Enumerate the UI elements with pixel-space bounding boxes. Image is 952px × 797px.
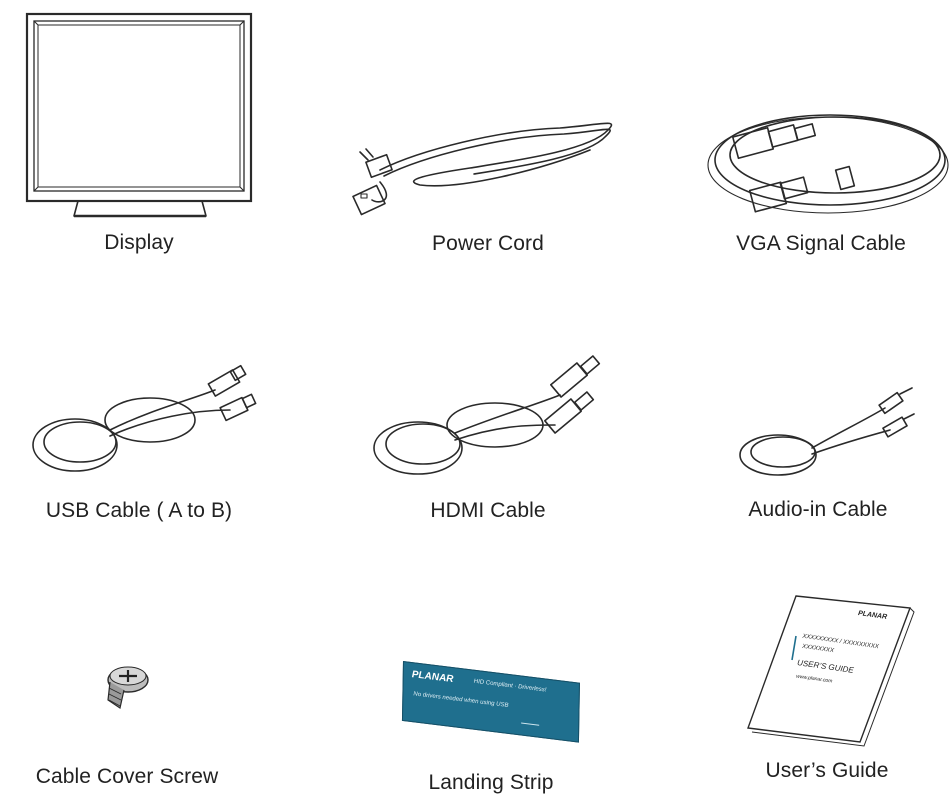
landing-strip-subtext: No drivers needed when using USB [413,691,509,709]
audio-cable-caption: Audio-in Cable [748,498,888,521]
screw-caption: Cable Cover Screw [35,765,219,788]
landing-strip-brand: PLANAR [411,669,454,686]
power-cord-caption: Power Cord [432,232,544,255]
users-guide-caption: User’s Guide [765,759,889,782]
display-caption: Display [104,231,174,254]
users-guide-brand: PLANAR [857,610,888,621]
users-guide-model-line-2: XXXXXXXX [801,643,835,655]
landing-strip-card: PLANAR HID Compliant · Driverless! No dr… [401,661,580,743]
hdmi-cable-caption: HDMI Cable [430,499,546,522]
usb-cable-caption: USB Cable ( A to B) [45,499,233,522]
landing-strip-headline: HID Compliant · Driverless! [473,678,547,694]
vga-cable-caption: VGA Signal Cable [736,232,906,255]
users-guide-title: USER’S GUIDE [796,658,855,675]
landing-strip-caption: Landing Strip [428,771,554,794]
users-guide-url: www.planar.com [795,673,833,685]
